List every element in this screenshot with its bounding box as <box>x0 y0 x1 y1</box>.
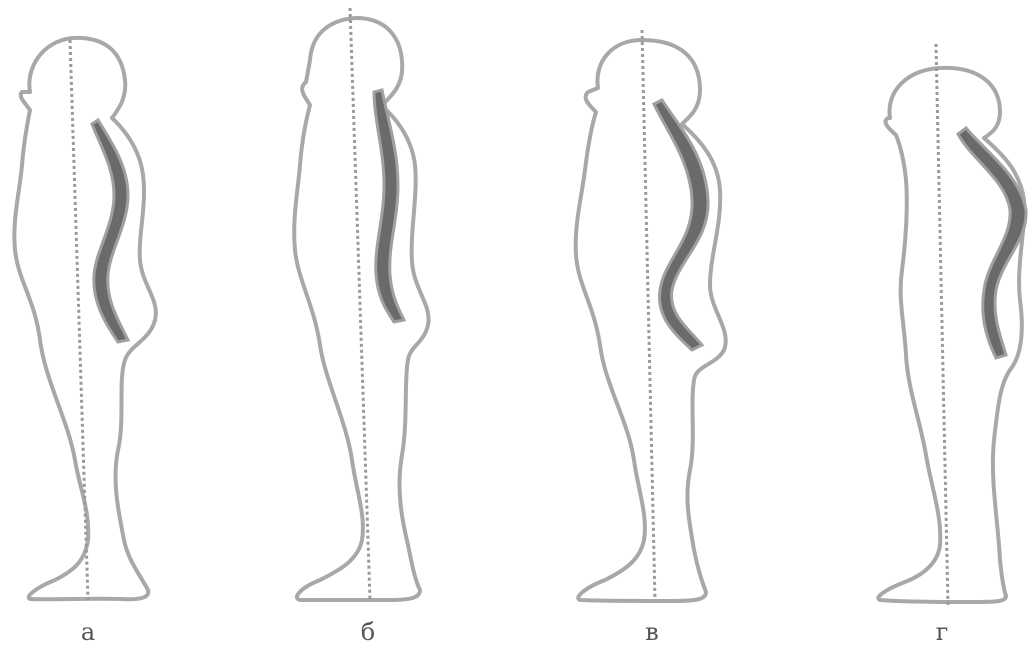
posture-figure-b <box>270 0 470 610</box>
body-outline-d <box>860 0 1029 610</box>
figure-label-c: в <box>632 618 672 646</box>
posture-figure-c <box>560 0 780 610</box>
posture-figure-a <box>0 0 250 610</box>
figure-label-b: б <box>348 618 388 646</box>
plumb-line-a <box>70 40 88 600</box>
figure-label-a: а <box>68 618 108 646</box>
spine-c <box>654 100 708 350</box>
body-outline-c <box>560 0 780 610</box>
posture-figure-d <box>860 0 1029 610</box>
spine-a <box>92 120 128 342</box>
spine-d <box>958 128 1026 358</box>
body-outline-a <box>0 0 250 610</box>
figure-label-d: г <box>922 618 962 646</box>
body-outline-b <box>270 0 470 610</box>
